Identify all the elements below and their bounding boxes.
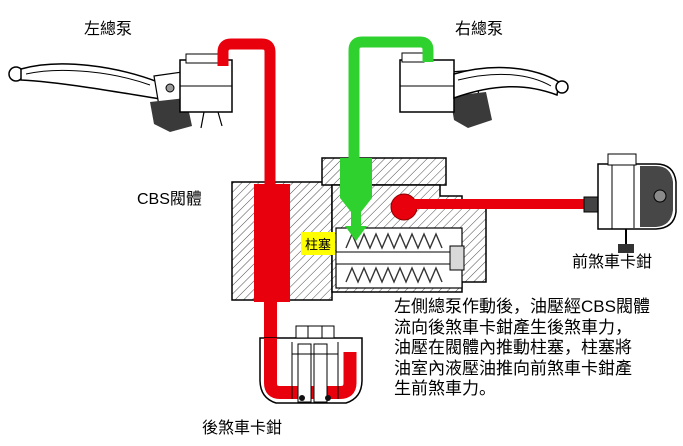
spring-top <box>345 232 443 250</box>
right-master-label: 右總泵 <box>455 21 504 38</box>
spring-bottom <box>345 266 443 284</box>
front-caliper-drawing <box>583 153 677 253</box>
lever-contour-line <box>457 73 552 87</box>
left-master-to-valve-line <box>217 38 276 186</box>
description-line: 油室內液壓油推向前煞車卡鉗產 <box>394 358 632 378</box>
description-line: 左側總泵作動後，油壓經CBS閥體 <box>394 297 650 316</box>
green-flow-arrow <box>345 226 367 241</box>
description-line: 生前煞車力。 <box>394 379 496 398</box>
reservoir-cap <box>185 53 223 64</box>
reservoir-cap <box>401 52 425 63</box>
disc-pad-right <box>313 343 328 403</box>
valve-to-rear-line <box>264 298 277 342</box>
plunger-label: 柱塞 <box>301 232 336 255</box>
cbs-valve-label: CBS閥體 <box>137 191 202 208</box>
green-channel-in-valve <box>340 158 372 226</box>
rear-caliper-fitting <box>295 325 335 339</box>
pivot-bolt <box>165 83 175 93</box>
right-master-to-valve-line <box>348 36 434 162</box>
front-brake-line <box>414 199 596 209</box>
plunger-shaft <box>335 251 453 265</box>
shaft-end-block <box>449 245 465 271</box>
front-caliper-tab <box>607 153 637 166</box>
red-channel-in-valve <box>254 184 290 302</box>
bleed-valve <box>618 244 634 253</box>
disc-pad-left <box>297 343 312 403</box>
red-port-circle <box>390 193 418 221</box>
left-master-cylinder-drawing <box>8 53 233 132</box>
left-master-label: 左總泵 <box>84 21 133 38</box>
lever-contour-line <box>25 69 151 86</box>
description-text: 左側總泵作動後，油壓經CBS閥體 流向後煞車卡鉗產生後煞車力， 油壓在閥體內推動… <box>394 297 683 400</box>
rear-caliper-drawing <box>259 325 363 404</box>
hydraulic-lines <box>217 36 596 342</box>
lever-ball-end <box>555 80 569 94</box>
bleed-screw-right <box>325 395 331 401</box>
front-caliper-label: 前煞車卡鉗 <box>572 254 653 271</box>
description-line: 流向後煞車卡鉗產生後煞車力， <box>394 317 632 337</box>
description-line: 油壓在閥體內推動柱塞，柱塞將 <box>394 338 632 357</box>
bleed-screw-left <box>299 395 305 401</box>
rear-caliper-label: 後煞車卡鉗 <box>202 420 283 437</box>
handlebar-clamp <box>450 92 492 128</box>
piston-circle <box>653 189 667 203</box>
mount-lines <box>200 111 223 129</box>
right-master-cylinder-drawing <box>399 52 569 128</box>
lever-blade <box>453 66 560 100</box>
